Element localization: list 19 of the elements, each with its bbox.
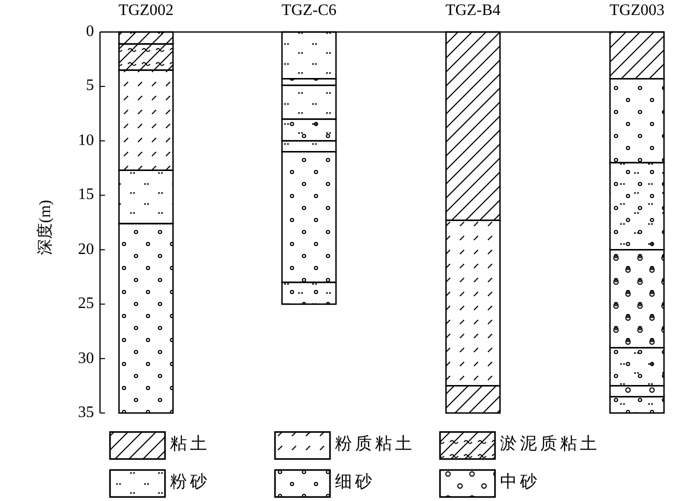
legend-label: 细砂 <box>335 474 375 491</box>
borehole-name: TGZ-B4 <box>445 3 501 19</box>
tick-label: 35 <box>78 405 94 421</box>
legend-label: 粘土 <box>170 436 210 453</box>
tick-label: 20 <box>78 242 94 258</box>
tick-label: 10 <box>78 132 94 149</box>
tick-label: 25 <box>78 296 94 312</box>
borehole-name: TGZ003 <box>609 3 665 19</box>
legend-label: 粉砂 <box>170 474 210 491</box>
borehole-name: TGZ-C6 <box>281 3 337 19</box>
legend-label: 中砂 <box>500 474 540 491</box>
tick-label: 5 <box>86 78 94 94</box>
tick-label: 0 <box>86 24 94 40</box>
tick-label: 15 <box>78 187 94 204</box>
axis-title: 深度(m) <box>38 200 54 255</box>
legend-label: 淤泥质粘土 <box>500 436 600 453</box>
tick-label: 30 <box>78 350 94 367</box>
legend-label: 粉质粘土 <box>335 436 415 453</box>
borehole-name: TGZ002 <box>118 3 174 19</box>
